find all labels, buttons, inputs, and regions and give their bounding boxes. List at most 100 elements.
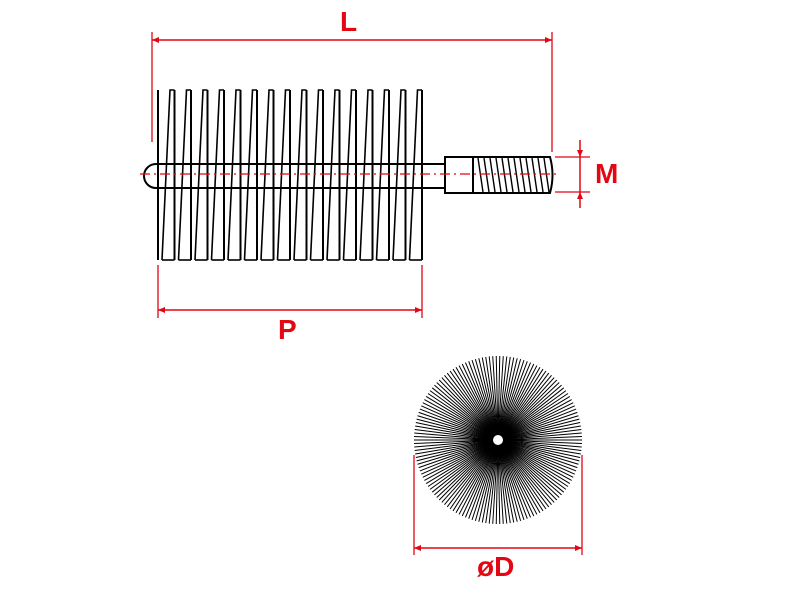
radial-bristle bbox=[471, 447, 497, 521]
radial-bristle bbox=[499, 447, 518, 522]
arrow-icon bbox=[152, 37, 159, 43]
radial-bristle bbox=[503, 379, 558, 435]
thread-groove bbox=[495, 157, 502, 193]
radial-bristle bbox=[478, 447, 497, 522]
radial-bristle bbox=[464, 447, 496, 518]
radial-bristle bbox=[505, 435, 582, 441]
radial-bristle bbox=[503, 445, 560, 498]
bristle-spiral bbox=[210, 89, 224, 261]
radial-bristle bbox=[505, 442, 577, 472]
radial-bristle bbox=[498, 447, 511, 524]
radial-bristle bbox=[503, 445, 558, 501]
arrow-icon bbox=[158, 307, 165, 313]
radial-bristle bbox=[505, 408, 577, 438]
arrow-icon bbox=[415, 307, 422, 313]
radial-bristle bbox=[505, 440, 582, 452]
radial-bristle bbox=[414, 439, 491, 445]
radial-bristle bbox=[499, 358, 518, 433]
bristle-spiral bbox=[309, 89, 323, 261]
radial-bristle bbox=[441, 445, 494, 503]
radial-bristle bbox=[505, 432, 582, 440]
radial-bristle bbox=[485, 356, 498, 433]
radial-bristle bbox=[415, 440, 491, 455]
radial-bristle bbox=[444, 445, 494, 506]
radial-bristle bbox=[455, 367, 495, 434]
radial-bristle bbox=[464, 362, 496, 433]
radial-bristle bbox=[502, 446, 550, 508]
label-thread: M bbox=[595, 158, 619, 189]
radial-bristle bbox=[502, 377, 555, 435]
radial-bristle bbox=[446, 446, 494, 508]
radial-bristle bbox=[415, 422, 491, 439]
radial-bristle bbox=[474, 447, 497, 522]
radial-bristle bbox=[444, 374, 494, 435]
radial-bristle bbox=[449, 370, 494, 434]
radial-bristle bbox=[504, 444, 569, 487]
radial-bristle bbox=[468, 361, 496, 433]
thread-groove bbox=[519, 157, 526, 193]
radial-bristle bbox=[500, 361, 528, 433]
arrow-icon bbox=[414, 545, 421, 551]
radial-bristle bbox=[481, 357, 497, 433]
radial-bristle bbox=[427, 444, 492, 487]
radial-bristle bbox=[478, 358, 497, 433]
radial-bristle bbox=[419, 442, 491, 472]
radial-bristle bbox=[492, 447, 498, 524]
radial-bristle bbox=[505, 442, 575, 475]
radial-bristle bbox=[505, 418, 580, 439]
radial-bristle bbox=[504, 443, 574, 478]
radial-bristle bbox=[498, 356, 511, 433]
radial-bristle bbox=[501, 365, 538, 434]
radial-bristle bbox=[424, 443, 492, 481]
bristle-spiral bbox=[227, 89, 241, 261]
bristle-spiral bbox=[177, 89, 191, 261]
radial-bristle bbox=[499, 447, 525, 521]
radial-bristle bbox=[505, 428, 582, 440]
radial-bristle bbox=[499, 357, 515, 433]
radial-bristle bbox=[488, 356, 498, 433]
radial-bristle bbox=[504, 399, 572, 437]
radial-bristle bbox=[414, 435, 491, 441]
radial-bristle bbox=[501, 368, 544, 434]
radial-bristle bbox=[492, 356, 498, 433]
radial-bristle bbox=[488, 447, 498, 524]
radial-bristle bbox=[485, 447, 498, 524]
radial-bristle bbox=[419, 408, 491, 438]
bristle-spiral bbox=[276, 89, 290, 261]
thread-collar bbox=[444, 156, 474, 194]
radial-bristle bbox=[500, 363, 535, 433]
radial-bristle bbox=[501, 367, 541, 434]
radial-bristle bbox=[422, 443, 492, 478]
radial-bristle bbox=[504, 402, 574, 437]
radial-bristle bbox=[421, 405, 491, 438]
thread-groove bbox=[537, 157, 544, 193]
radial-bristle bbox=[501, 446, 544, 512]
radial-bristle bbox=[505, 441, 580, 462]
radial-bristle bbox=[414, 440, 491, 448]
radial-bristle bbox=[422, 402, 492, 437]
radial-bristle bbox=[504, 443, 572, 481]
label-length: L bbox=[340, 6, 358, 37]
radial-bristle bbox=[498, 447, 504, 524]
bristle-spiral bbox=[392, 89, 406, 261]
label-diameter: øD bbox=[477, 551, 515, 582]
thread-groove bbox=[513, 157, 520, 193]
radial-bristle bbox=[502, 446, 547, 510]
radial-bristle bbox=[414, 428, 491, 440]
radial-bristle bbox=[498, 447, 508, 524]
radial-bristle bbox=[415, 425, 491, 440]
bristle-spiral bbox=[326, 89, 340, 261]
thread-groove bbox=[525, 157, 532, 193]
radial-bristle bbox=[468, 447, 496, 519]
thread-groove bbox=[489, 157, 496, 193]
radial-bristle bbox=[471, 359, 497, 433]
radial-bristle bbox=[427, 393, 492, 436]
thread-groove bbox=[501, 157, 508, 193]
radial-bristle bbox=[474, 358, 497, 433]
radial-bristle bbox=[497, 356, 501, 433]
radial-bristle bbox=[414, 432, 491, 440]
radial-bristle bbox=[502, 370, 547, 434]
radial-bristle bbox=[458, 446, 495, 515]
